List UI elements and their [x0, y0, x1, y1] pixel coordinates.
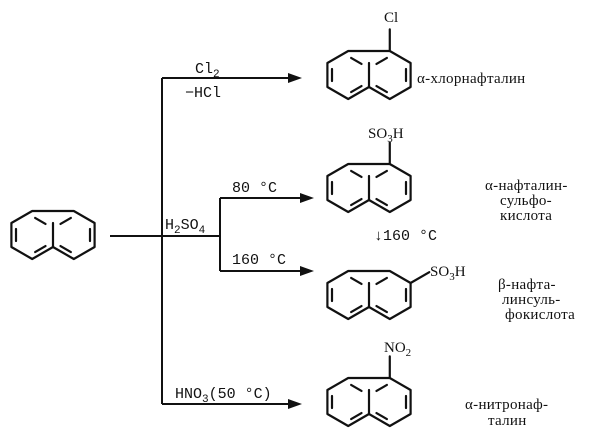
alpha-nitronaphthalene-structure: [326, 355, 412, 428]
beta-sulfo-group-label: SO3H: [430, 264, 466, 283]
double-bond: [59, 244, 72, 254]
beta-naphthalenesulfonic-acid-structure: [326, 269, 431, 321]
double-bond: [375, 169, 388, 179]
double-bond: [375, 84, 388, 94]
alpha-chloronaphthalene-structure: [326, 28, 412, 101]
chlorination-arrowhead: [288, 73, 302, 83]
chloro-substituent-label: Cl: [384, 10, 398, 26]
alpha-chloronaphthalene-name: α-хлорнафталин: [417, 71, 526, 87]
ring-outline: [326, 162, 412, 214]
double-bond: [34, 216, 47, 226]
branch-lines: [110, 73, 314, 409]
double-bond: [59, 216, 72, 226]
ring-outline: [10, 209, 96, 261]
chlorination-reagent: Cl2: [195, 61, 220, 81]
ring-outline: [326, 49, 412, 101]
low-temperature-condition: 80 °C: [232, 180, 277, 197]
ring-outline: [326, 269, 412, 321]
double-bond: [350, 56, 363, 66]
double-bond: [350, 411, 363, 421]
naphthalene-structure: [10, 209, 96, 261]
double-bond: [375, 411, 388, 421]
double-bond: [375, 276, 388, 286]
substituent-bond: [409, 271, 431, 285]
chlorination-byproduct: −HCl: [185, 85, 221, 102]
double-bond: [350, 84, 363, 94]
alpha-naphthalenesulfonic-acid-name: α-нафталин- сульфо- кислота: [485, 178, 572, 224]
rearrangement-condition: ↓160 °C: [374, 228, 437, 245]
nitro-substituent-label: NO2: [384, 340, 411, 359]
double-bond: [375, 56, 388, 66]
double-bond: [375, 304, 388, 314]
nitration-reagent: HNO3(50 °C): [175, 386, 272, 406]
double-bond: [350, 197, 363, 207]
alpha-sulfonation-arrowhead: [300, 193, 314, 203]
high-temperature-condition: 160 °C: [232, 252, 286, 269]
double-bond: [350, 383, 363, 393]
ring-outline: [326, 376, 412, 428]
double-bond: [375, 383, 388, 393]
alpha-sulfo-group-label: SO3H: [368, 126, 404, 145]
alpha-naphthalenesulfonic-acid-structure: [326, 141, 412, 214]
beta-naphthalenesulfonic-acid-name: β-нафта- линсуль- фокислота: [498, 277, 575, 323]
beta-sulfonation-arrowhead: [300, 266, 314, 276]
double-bond: [375, 197, 388, 207]
double-bond: [350, 304, 363, 314]
double-bond: [350, 276, 363, 286]
nitration-arrowhead: [288, 399, 302, 409]
double-bond: [350, 169, 363, 179]
double-bond: [34, 244, 47, 254]
sulfonation-reagent: H2SO4: [165, 217, 206, 237]
alpha-nitronaphthalene-name: α-нитронаф- талин: [465, 397, 552, 429]
